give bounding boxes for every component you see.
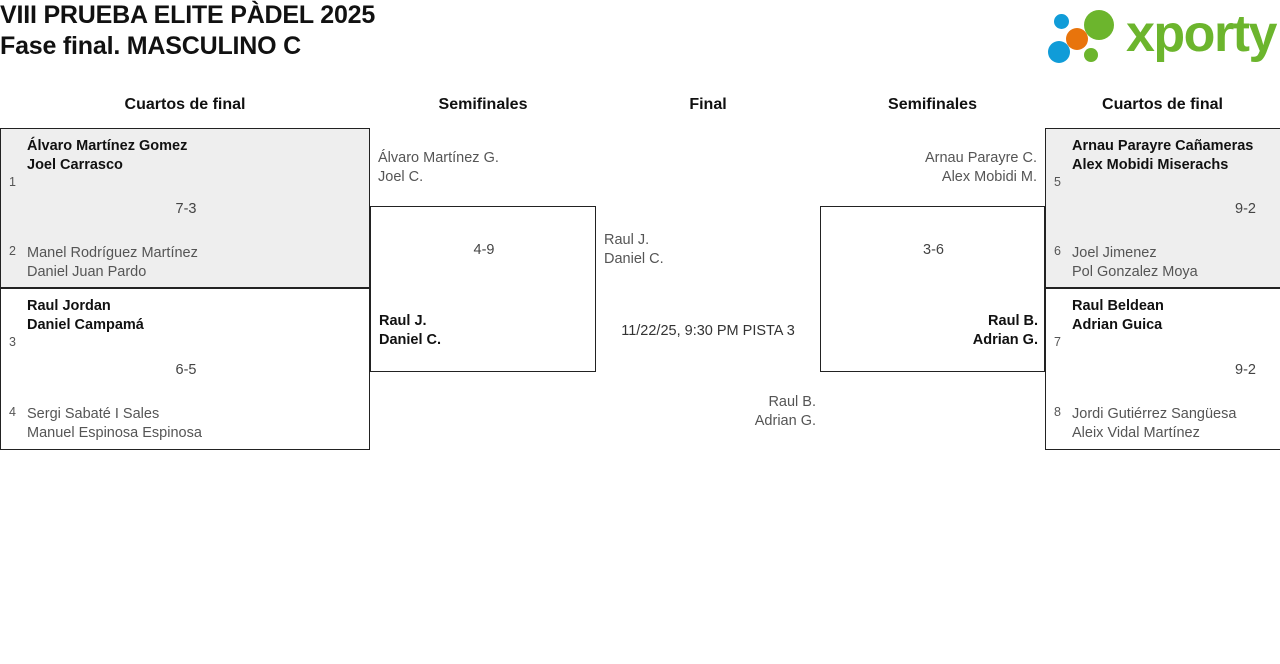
- round-header-quarters-left: Cuartos de final: [124, 96, 246, 113]
- match-box-semifinal-left[interactable]: 4-9 Raul J. Daniel C.: [370, 206, 596, 372]
- match-score: 7-3: [175, 201, 197, 217]
- logo-wordmark: xporty: [1126, 5, 1277, 63]
- team-entry: Joel Jimenez Pol Gonzalez Moya: [1072, 245, 1198, 280]
- match-score: 9-2: [1235, 201, 1256, 217]
- match-score: 4-9: [473, 242, 495, 258]
- match-box-quarter-left-1[interactable]: 1 Álvaro Martínez Gomez Joel Carrasco 7-…: [0, 128, 370, 288]
- match-box-quarter-right-2[interactable]: 7 Raul Beldean Adrian Guica 9-2 8 Jordi …: [1045, 288, 1280, 450]
- seed-number: 8: [1054, 405, 1061, 419]
- seed-number: 4: [9, 405, 16, 419]
- team-entry: Álvaro Martínez Gomez Joel Carrasco: [27, 138, 188, 173]
- semifinal-right-top-team: Arnau Parayre C. Alex Mobidi M.: [924, 150, 1037, 185]
- seed-number: 2: [9, 244, 16, 258]
- team-entry: Raul Jordan Daniel Campamá: [27, 298, 144, 333]
- final-top-team: Raul J. Daniel C.: [604, 232, 664, 267]
- seed-number: 7: [1054, 335, 1061, 349]
- match-box-semifinal-right[interactable]: 3-6 Raul B. Adrian G.: [820, 206, 1045, 372]
- tournament-phase: Fase final. MASCULINO C: [0, 32, 301, 60]
- team-entry: Raul Beldean Adrian Guica: [1072, 298, 1164, 333]
- final-bottom-team: Raul B. Adrian G.: [754, 394, 816, 429]
- team-entry: Jordi Gutiérrez Sangüesa Aleix Vidal Mar…: [1072, 406, 1237, 441]
- logo-dot-orange-icon: [1066, 28, 1088, 50]
- match-score: 9-2: [1235, 362, 1256, 378]
- xporty-logo: xporty: [1048, 5, 1277, 63]
- logo-dot-green-small-icon: [1084, 48, 1098, 62]
- semifinal-left-top-team: Álvaro Martínez G. Joel C.: [378, 150, 499, 185]
- seed-number: 5: [1054, 175, 1061, 189]
- team-entry: Manel Rodríguez Martínez Daniel Juan Par…: [27, 245, 198, 280]
- round-header-semifinal-right: Semifinales: [888, 96, 977, 113]
- match-score: 3-6: [923, 242, 944, 258]
- seed-number: 6: [1054, 244, 1061, 258]
- match-box-quarter-right-1[interactable]: 5 Arnau Parayre Cañameras Alex Mobidi Mi…: [1045, 128, 1280, 288]
- tournament-name: VIII PRUEBA ELITE PÀDEL 2025: [0, 1, 376, 29]
- team-entry: Raul B. Adrian G.: [972, 313, 1038, 348]
- logo-dot-blue-large-icon: [1048, 41, 1070, 63]
- team-entry: Arnau Parayre Cañameras Alex Mobidi Mise…: [1072, 138, 1254, 173]
- logo-dot-blue-small-icon: [1054, 14, 1069, 29]
- match-score: 6-5: [175, 362, 197, 378]
- round-header-semifinal-left: Semifinales: [438, 96, 528, 113]
- team-entry: Raul J. Daniel C.: [379, 313, 442, 348]
- round-header-final: Final: [689, 96, 727, 113]
- logo-dots-icon: [1048, 8, 1142, 63]
- round-header-quarters-right: Cuartos de final: [1102, 96, 1223, 113]
- final-schedule: 11/22/25, 9:30 PM PISTA 3: [621, 323, 795, 339]
- page-title: VIII PRUEBA ELITE PÀDEL 2025 Fase final.…: [0, 0, 760, 62]
- match-box-quarter-left-2[interactable]: 3 Raul Jordan Daniel Campamá 6-5 4 Sergi…: [0, 288, 370, 450]
- seed-number: 3: [9, 335, 16, 349]
- logo-dot-green-large-icon: [1084, 10, 1114, 40]
- team-entry: Sergi Sabaté I Sales Manuel Espinosa Esp…: [27, 406, 202, 441]
- seed-number: 1: [9, 175, 16, 189]
